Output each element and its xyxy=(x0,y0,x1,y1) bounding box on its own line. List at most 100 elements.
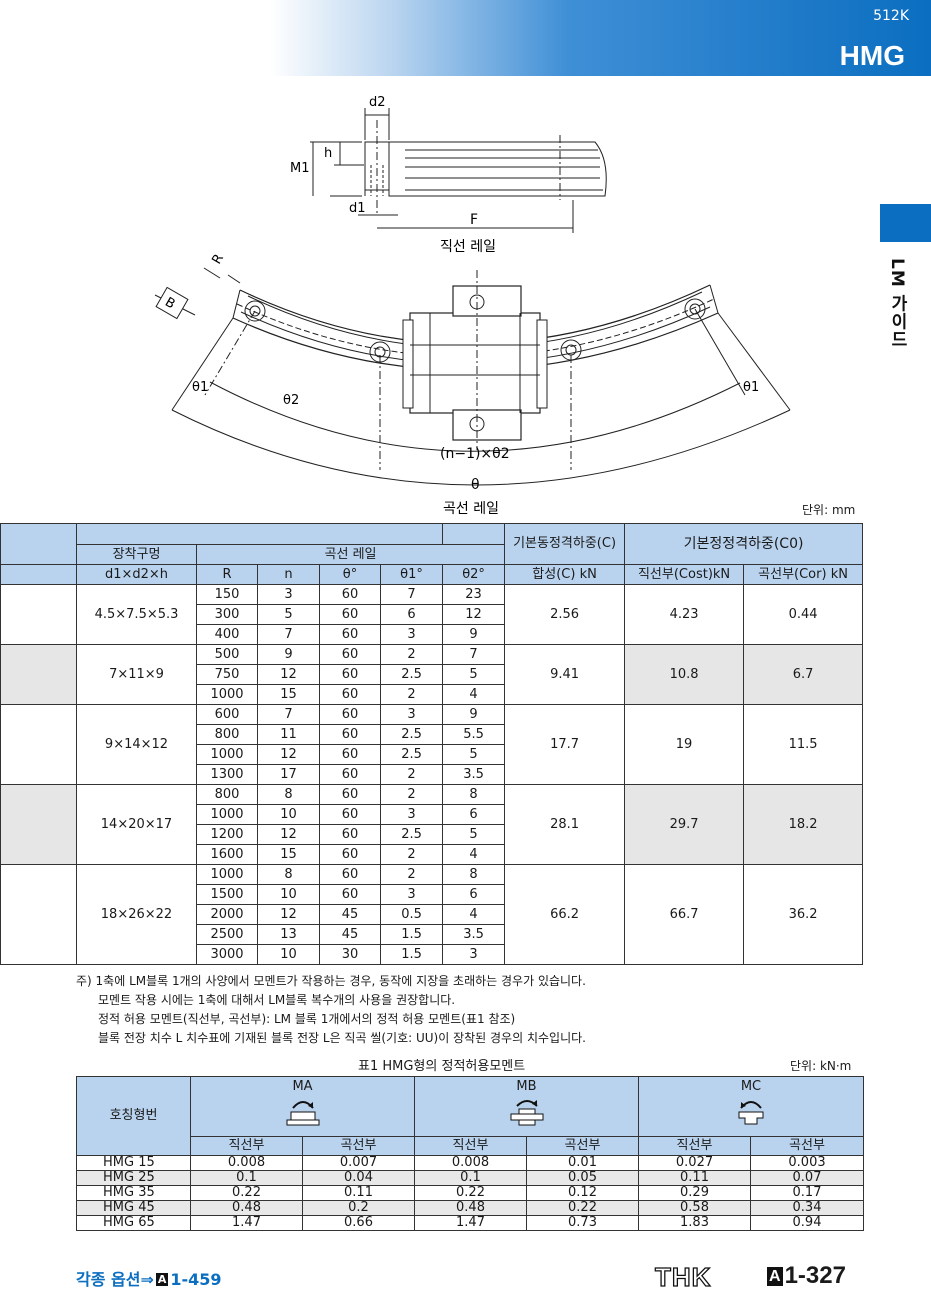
options-ref: 1-459 xyxy=(170,1270,222,1289)
moment-cell: 0.04 xyxy=(302,1170,415,1186)
ma-moment-icon xyxy=(286,1101,319,1126)
stat-header: 기본정정격하중(C0) xyxy=(624,523,864,565)
load-c-cell: 2.56 xyxy=(504,584,626,645)
mc-header: MC xyxy=(638,1076,864,1137)
spec-cell: 8 xyxy=(257,784,320,805)
note-2: 모멘트 작용 시에는 1축에 대해서 LM블록 복수개의 사용을 권장합니다. xyxy=(98,993,456,1007)
moment-cell: 0.008 xyxy=(414,1155,527,1171)
spec-cell: 60 xyxy=(319,624,381,645)
model-cell: HMG 35 xyxy=(76,1185,191,1201)
spec-cell: 60 xyxy=(319,664,381,685)
spec-blank-cell xyxy=(0,784,77,865)
col-cost: 직선부(Cost)kN xyxy=(624,564,745,585)
load-cost-cell: 19 xyxy=(624,704,745,785)
spec-cell: 2.5 xyxy=(379,724,444,745)
straight-rail-caption: 직선 레일 xyxy=(440,239,496,255)
spec-cell: 4 xyxy=(442,904,506,925)
moment-cell: 0.34 xyxy=(750,1200,864,1216)
load-cost-cell: 4.23 xyxy=(624,584,745,645)
spec-cell: 60 xyxy=(319,784,381,805)
spec-cell: 12 xyxy=(442,604,506,625)
mb-label: MB xyxy=(516,1079,537,1094)
col-n: n xyxy=(257,564,320,585)
moment-cell: 0.48 xyxy=(190,1200,303,1216)
mb-curved-header: 곡선부 xyxy=(526,1136,639,1156)
mount-hole-cell: 7×11×9 xyxy=(76,644,197,705)
note-4: 블록 전장 치수 L 치수표에 기재된 블록 전장 L은 직곡 씰(기호: UU… xyxy=(98,1031,586,1045)
spec-cell: 1200 xyxy=(196,824,258,845)
col-theta2: θ2° xyxy=(442,564,506,585)
moment-cell: 0.11 xyxy=(638,1170,751,1186)
moment-cell: 0.01 xyxy=(526,1155,639,1171)
spec-cell: 7 xyxy=(442,644,506,665)
moment-cell: 0.008 xyxy=(190,1155,303,1171)
spec-cell: 2.5 xyxy=(379,664,444,685)
spec-cell: 5.5 xyxy=(442,724,506,745)
mb-moment-icon xyxy=(510,1100,543,1126)
spec-cell: 2 xyxy=(379,844,444,865)
col-cor: 곡선부(Cor) kN xyxy=(743,564,864,585)
spec-cell: 1300 xyxy=(196,764,258,785)
model-cell: HMG 25 xyxy=(76,1170,191,1186)
options-text: 각종 옵션⇒ xyxy=(76,1270,154,1289)
mount-hole-cell: 18×26×22 xyxy=(76,864,197,965)
col-theta1: θ1° xyxy=(379,564,444,585)
mount-hole-sub-header: d1×d2×h xyxy=(76,564,197,585)
moment-cell: 1.47 xyxy=(190,1215,303,1231)
spec-cell: 3 xyxy=(379,704,444,725)
spec-cell: 800 xyxy=(196,784,258,805)
page-box: A xyxy=(767,1267,783,1286)
spec-cell: 23 xyxy=(442,584,506,605)
spec-cell: 500 xyxy=(196,644,258,665)
spec-cell: 60 xyxy=(319,804,381,825)
ma-header: MA xyxy=(190,1076,415,1137)
side-tab-label: LM 가이드 xyxy=(887,258,907,349)
curved-rail-caption: 곡선 레일 xyxy=(443,501,499,517)
model-cell: HMG 65 xyxy=(76,1215,191,1231)
label-f: F xyxy=(470,212,478,228)
label-theta2: θ2 xyxy=(283,393,299,408)
moment-cell: 0.58 xyxy=(638,1200,751,1216)
load-cor-cell: 11.5 xyxy=(743,704,864,785)
model-cell: HMG 15 xyxy=(76,1155,191,1171)
spec-cell: 7 xyxy=(379,584,444,605)
moment-table-title: 표1 HMG형의 정적허용모멘트 xyxy=(358,1059,526,1074)
spec-cell: 3 xyxy=(379,884,444,905)
spec-cell: 2 xyxy=(379,784,444,805)
curved-rail-drawing xyxy=(154,267,791,486)
moment-cell: 0.12 xyxy=(526,1185,639,1201)
spec-cell: 30 xyxy=(319,944,381,965)
spec-cell: 150 xyxy=(196,584,258,605)
spec-cell: 3.5 xyxy=(442,924,506,945)
spec-cell: 60 xyxy=(319,824,381,845)
spec-cell: 3000 xyxy=(196,944,258,965)
spec-cell: 1500 xyxy=(196,884,258,905)
straight-rail-drawing xyxy=(310,108,607,233)
dyn-header: 기본동정격하중(C) xyxy=(504,523,626,565)
mb-straight-header: 직선부 xyxy=(414,1136,527,1156)
col-theta: θ° xyxy=(319,564,381,585)
moment-cell: 1.47 xyxy=(414,1215,527,1231)
label-r: R xyxy=(209,252,227,267)
ma-label: MA xyxy=(292,1079,313,1094)
moment-cell: 0.07 xyxy=(750,1170,864,1186)
moment-cell: 0.22 xyxy=(414,1185,527,1201)
moment-unit-label: 단위: kN·m xyxy=(790,1059,852,1073)
mount-hole-cell: 14×20×17 xyxy=(76,784,197,865)
spec-cell: 60 xyxy=(319,744,381,765)
spec-cell: 400 xyxy=(196,624,258,645)
spec-table: 기본동정격하중(C) 기본정정격하중(C0) 장착구멍 곡선 레일 d1×d2×… xyxy=(0,523,864,965)
spec-cell: 60 xyxy=(319,864,381,885)
spec-cell: 1000 xyxy=(196,684,258,705)
mc-label: MC xyxy=(740,1079,762,1094)
moment-cell: 0.73 xyxy=(526,1215,639,1231)
label-d1: d1 xyxy=(349,201,366,216)
